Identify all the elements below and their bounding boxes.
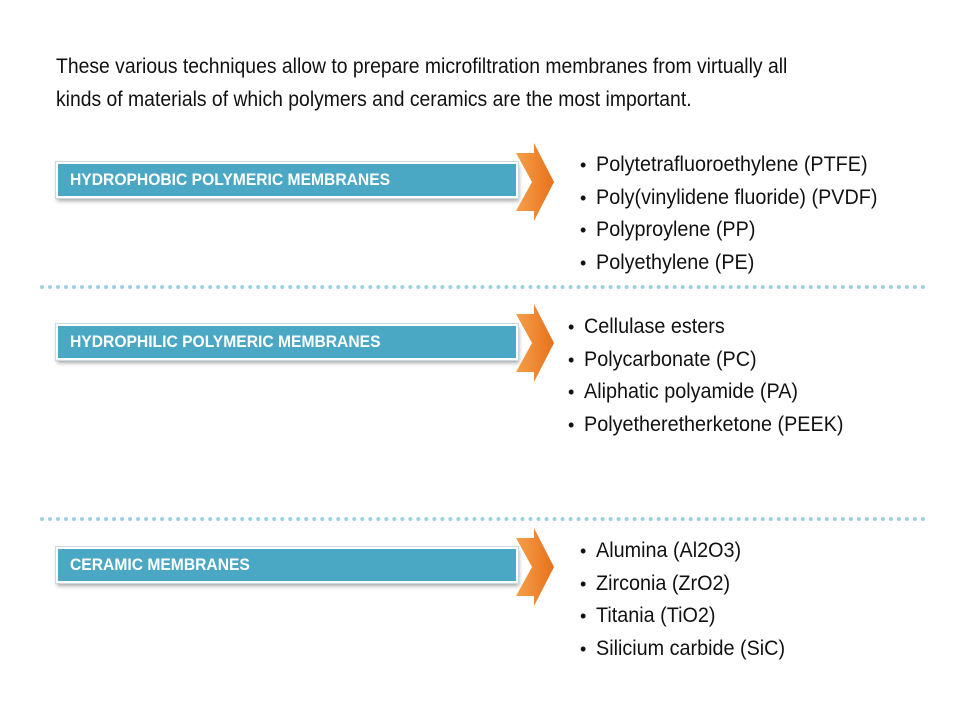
hydrophilic-label-text: HYDROPHILIC POLYMERIC MEMBRANES — [70, 332, 381, 351]
list-item: •Polycarbonate (PC) — [568, 344, 866, 377]
intro-paragraph: These various techniques allow to prepar… — [56, 50, 916, 116]
list-item: •Polyproylene (PP) — [580, 214, 902, 247]
bullet-icon: • — [568, 382, 575, 402]
list-item: •Cellulase esters — [568, 311, 866, 344]
section-divider — [40, 517, 926, 521]
list-item: •Aliphatic polyamide (PA) — [568, 376, 866, 409]
bullet-icon: • — [568, 349, 575, 370]
bullet-icon: • — [580, 220, 587, 240]
ceramic-label-text: CERAMIC MEMBRANES — [70, 555, 250, 574]
hydrophobic-label-text: HYDROPHOBIC POLYMERIC MEMBRANES — [70, 170, 391, 189]
list-item: •Poly(vinylidene fluoride) (PVDF) — [580, 182, 902, 215]
bullet-icon: • — [580, 252, 587, 273]
ceramic-list: •Alumina (Al2O3) •Zirconia (ZrO2) •Titan… — [580, 535, 802, 665]
bullet-icon: • — [580, 638, 587, 659]
section-divider — [40, 285, 926, 289]
list-item: •Alumina (Al2O3) — [580, 535, 802, 568]
arrow-right-icon — [516, 143, 554, 221]
list-item: •Polyethylene (PE) — [580, 247, 902, 280]
hydrophilic-list: •Cellulase esters •Polycarbonate (PC) •A… — [568, 311, 866, 441]
intro-line-2: kinds of materials of which polymers and… — [56, 87, 692, 111]
bullet-icon: • — [568, 317, 575, 337]
bullet-icon: • — [580, 187, 587, 208]
bullet-icon: • — [580, 573, 587, 594]
arrow-right-icon — [516, 528, 554, 606]
intro-line-1: These various techniques allow to prepar… — [56, 54, 788, 78]
bullet-icon: • — [580, 541, 587, 561]
list-item: •Zirconia (ZrO2) — [580, 568, 802, 601]
hydrophobic-label: HYDROPHOBIC POLYMERIC MEMBRANES — [56, 162, 518, 198]
bullet-icon: • — [568, 414, 575, 435]
bullet-icon: • — [580, 606, 587, 626]
ceramic-label: CERAMIC MEMBRANES — [56, 547, 518, 583]
hydrophobic-list: •Polytetrafluoroethylene (PTFE) •Poly(vi… — [580, 149, 902, 279]
list-item: •Silicium carbide (SiC) — [580, 633, 802, 666]
list-item: •Titania (TiO2) — [580, 600, 802, 633]
list-item: •Polyetheretherketone (PEEK) — [568, 409, 866, 442]
arrow-right-icon — [516, 304, 554, 382]
hydrophilic-label: HYDROPHILIC POLYMERIC MEMBRANES — [56, 324, 518, 360]
bullet-icon: • — [580, 155, 587, 175]
list-item: •Polytetrafluoroethylene (PTFE) — [580, 149, 902, 182]
